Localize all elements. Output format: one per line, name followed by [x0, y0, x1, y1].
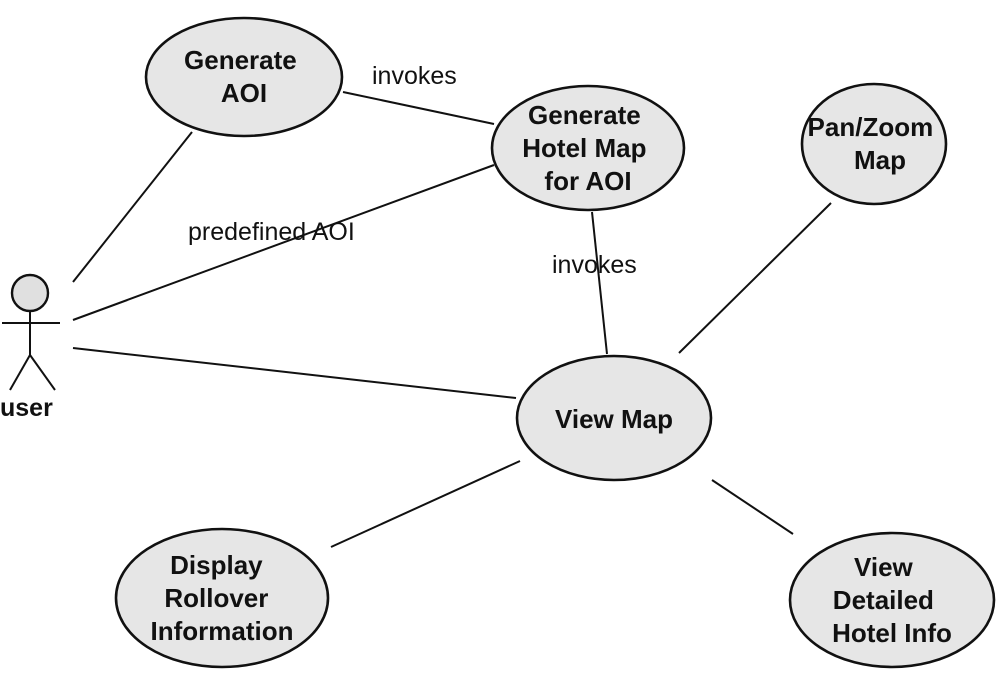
edge-label-invokes-middle: invokes — [552, 251, 637, 279]
line-view-map-pan-zoom — [678, 202, 832, 354]
label-line: Generate — [528, 100, 641, 130]
label-line: for AOI — [544, 166, 631, 196]
use-case-view-detailed-hotel-info[interactable]: View Detailed Hotel Info — [788, 531, 996, 669]
association-lines — [72, 91, 832, 548]
line-user-hotel-map — [72, 164, 495, 321]
use-case-label: Pan/Zoom Map — [808, 112, 941, 175]
use-case-oval — [800, 82, 948, 206]
line-user-generate-aoi — [72, 131, 193, 283]
label-line: View Map — [555, 404, 673, 434]
line-user-view-map — [72, 347, 517, 399]
use-case-label: Display Rollover Information — [151, 550, 294, 646]
use-case-generate-hotel-map[interactable]: Generate Hotel Map for AOI — [490, 84, 686, 212]
use-case-oval — [788, 531, 996, 669]
use-case-label: Generate AOI — [184, 45, 304, 108]
label-line: Display — [170, 550, 263, 580]
label-line: Hotel Info — [832, 618, 952, 648]
use-case-label: Generate Hotel Map for AOI — [522, 100, 653, 196]
actor-right-leg — [29, 354, 56, 391]
actor-label: user — [0, 394, 53, 422]
line-hotel-map-view-map — [591, 211, 608, 355]
label-line: Pan/Zoom — [808, 112, 934, 142]
use-case-label: View Detailed Hotel Info — [832, 552, 952, 648]
use-case-oval — [114, 527, 330, 669]
actor-user[interactable]: user — [0, 273, 60, 422]
actor-head-icon — [10, 273, 50, 313]
label-line: View — [854, 552, 914, 582]
use-case-view-map[interactable]: View Map — [515, 354, 713, 482]
line-view-map-hotel-info — [711, 479, 794, 535]
label-line: Generate — [184, 45, 297, 75]
use-case-pan-zoom-map[interactable]: Pan/Zoom Map — [800, 82, 948, 206]
line-generate-aoi-hotel-map — [342, 91, 495, 125]
label-line: Map — [854, 145, 906, 175]
use-case-oval — [515, 354, 713, 482]
label-line: Detailed — [833, 585, 934, 615]
use-case-oval — [144, 16, 344, 138]
use-case-oval — [490, 84, 686, 212]
label-line: Information — [151, 616, 294, 646]
label-line: AOI — [221, 78, 267, 108]
use-case-label: View Map — [555, 404, 673, 434]
edge-label-invokes-top: invokes — [372, 62, 457, 90]
line-view-map-rollover — [330, 460, 521, 548]
use-case-generate-aoi[interactable]: Generate AOI — [144, 16, 344, 138]
actor-left-leg — [9, 354, 31, 391]
edge-label-predefined-aoi: predefined AOI — [188, 218, 355, 246]
use-case-display-rollover[interactable]: Display Rollover Information — [114, 527, 330, 669]
label-line: Hotel Map — [522, 133, 646, 163]
label-line: Rollover — [164, 583, 268, 613]
